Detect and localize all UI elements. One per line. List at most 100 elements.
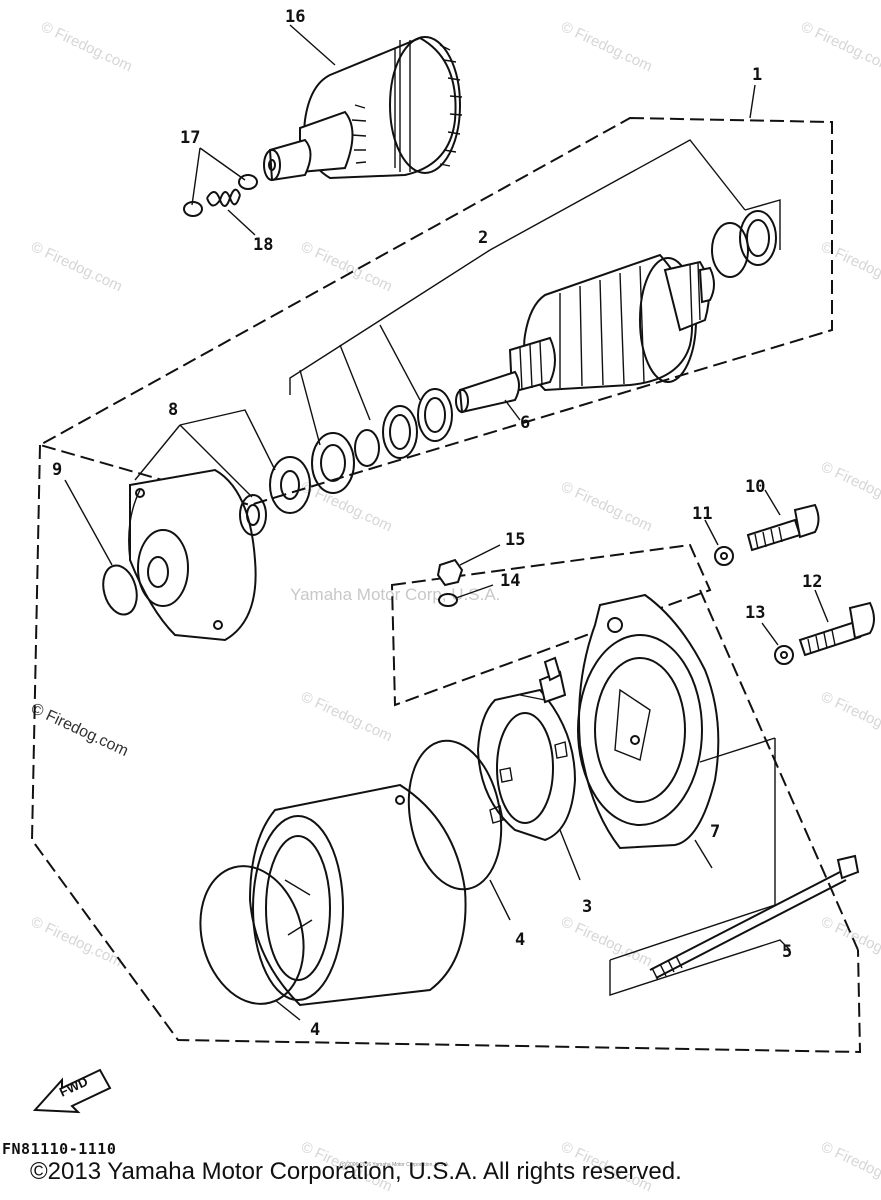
callout-3: 3 — [582, 897, 592, 917]
leader-2-f — [299, 369, 321, 446]
leader-18 — [227, 209, 256, 236]
leader-5-top — [699, 737, 776, 763]
leader-1 — [749, 84, 756, 119]
callout-7: 7 — [710, 822, 720, 842]
watermark-text: © Firedog.com — [818, 688, 881, 745]
copyright-notice: ©2013 Yamaha Motor Corporation, U.S.A. A… — [30, 1158, 682, 1185]
leader-15 — [459, 544, 501, 566]
callout-9: 9 — [52, 460, 62, 480]
tiny-copyright-note: (c) 2006-2016 Yamaha Motor Corporation, … — [340, 1162, 450, 1168]
assembly-outline-right — [699, 589, 859, 951]
callout-14: 14 — [500, 571, 520, 591]
assembly-outline-lower — [30, 444, 862, 1054]
starter-clutch-gear — [263, 36, 463, 182]
callout-4-right: 4 — [515, 930, 525, 950]
leader-2-d — [379, 324, 421, 401]
rear-cover — [577, 593, 720, 850]
armature — [455, 253, 715, 414]
leader-12 — [814, 589, 829, 623]
leader-14 — [455, 584, 494, 599]
watermark-text: © Firedog.com — [298, 688, 395, 745]
washer-stack-1 — [417, 388, 453, 442]
watermark-text: © Firedog.com — [818, 458, 881, 515]
washer-armature-b — [739, 210, 777, 266]
watermark-text: © Firedog.com — [818, 1138, 881, 1195]
washer-11 — [714, 546, 734, 566]
leader-8 — [134, 424, 253, 498]
callout-17: 17 — [180, 128, 200, 148]
watermark-text: © Firedog.com — [28, 913, 125, 970]
gasket-4-right — [407, 739, 503, 891]
washer-armature-b-inner — [746, 219, 770, 257]
callout-16: 16 — [285, 7, 305, 27]
callout-15: 15 — [505, 530, 525, 550]
seal — [269, 456, 311, 514]
callout-4-left: 4 — [310, 1020, 320, 1040]
leader-7 — [694, 839, 713, 869]
washer-stack-2-inner — [389, 414, 411, 450]
watermark-text: © Firedog.com — [818, 913, 881, 970]
washer-11-inner — [720, 552, 728, 560]
watermark-text: © Firedog.com — [558, 18, 655, 75]
leader-13 — [761, 622, 779, 646]
leader-2-e — [339, 344, 371, 421]
bearing-washer — [311, 432, 355, 494]
callout-11: 11 — [692, 504, 712, 524]
washer-14 — [438, 593, 458, 607]
watermark-text: © Firedog.com — [798, 18, 881, 75]
callout-8: 8 — [168, 400, 178, 420]
watermark-text: © Firedog.com — [818, 238, 881, 295]
bolt-12 — [798, 601, 875, 657]
leader-16 — [289, 24, 336, 66]
leader-2-a — [289, 249, 491, 395]
leader-5-bracket-b — [609, 939, 791, 996]
yoke-housing — [248, 783, 467, 1007]
washer-13-inner — [780, 651, 788, 659]
through-bolt — [649, 854, 860, 981]
center-watermark: Yamaha Motor Corp, U.S.A. — [290, 585, 500, 604]
washer-stack-1-inner — [424, 397, 446, 433]
watermark-text: © Firedog.com — [558, 478, 655, 535]
washer-stack-2 — [382, 405, 418, 459]
nut-15 — [436, 558, 464, 587]
o-ring-9 — [102, 564, 138, 616]
callout-12: 12 — [802, 572, 822, 592]
leader-9 — [64, 479, 113, 566]
washer-17b — [183, 201, 203, 217]
firedog-left-watermark: © Firedog.com — [28, 700, 130, 760]
leader-4-right — [489, 879, 511, 921]
leader-17 — [191, 147, 246, 206]
watermark-text: © Firedog.com — [558, 913, 655, 970]
bearing-washer-inner — [320, 444, 346, 482]
washer-stack-3 — [354, 429, 380, 467]
leader-10 — [764, 489, 781, 516]
callout-6: 6 — [520, 413, 530, 433]
washer-13 — [774, 645, 794, 665]
watermark-text: © Firedog.com — [38, 18, 135, 75]
leader-6 — [504, 399, 521, 421]
leader-3 — [559, 829, 581, 881]
leader-4-left — [274, 999, 301, 1021]
fwd-arrow-icon: FWD — [32, 1068, 112, 1114]
callout-2: 2 — [478, 228, 488, 248]
leader-2-b — [489, 139, 746, 251]
callout-13: 13 — [745, 603, 765, 623]
watermark-text: © Firedog.com — [298, 238, 395, 295]
watermark-text: © Firedog.com — [28, 238, 125, 295]
callout-5: 5 — [782, 942, 792, 962]
brush-plate — [476, 688, 577, 842]
washer-armature-a — [711, 222, 749, 278]
assembly-outline — [37, 116, 833, 507]
callout-1: 1 — [752, 65, 762, 85]
figure-code: FN81110-1110 — [2, 1140, 117, 1158]
seal-inner — [280, 470, 300, 500]
callout-10: 10 — [745, 477, 765, 497]
bolt-10 — [746, 503, 820, 552]
callout-18: 18 — [253, 235, 273, 255]
washer-nut-outline — [390, 543, 712, 707]
terminal-post — [519, 656, 567, 704]
spring-18 — [206, 188, 241, 207]
gasket-4-left — [199, 865, 305, 1005]
washer-17a — [238, 174, 258, 190]
